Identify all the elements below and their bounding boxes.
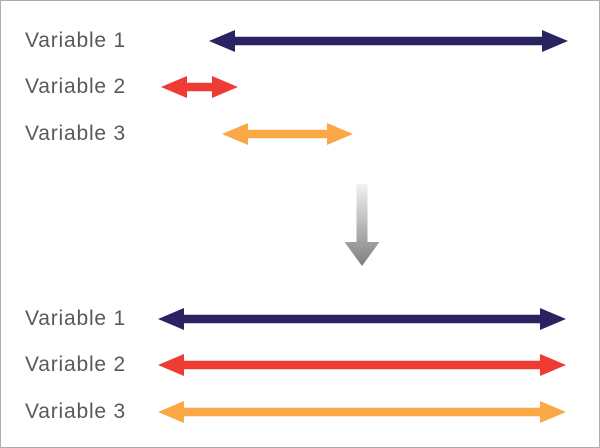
range-arrow-variable-3-bottom [158, 401, 566, 423]
label-variable-2-top: Variable 2 [25, 75, 127, 98]
range-arrow-variable-1-top [209, 30, 568, 52]
label-variable-1-top: Variable 1 [25, 29, 127, 52]
range-arrow-variable-1-bottom [158, 308, 566, 330]
transform-down-arrow-icon [344, 184, 380, 266]
label-variable-1-bottom: Variable 1 [25, 307, 127, 330]
range-arrow-variable-2-top [161, 76, 238, 98]
range-arrow-variable-3-top [222, 123, 353, 145]
label-variable-3-bottom: Variable 3 [25, 400, 127, 423]
range-arrow-variable-2-bottom [158, 354, 566, 376]
label-variable-3-top: Variable 3 [25, 122, 127, 145]
label-variable-2-bottom: Variable 2 [25, 353, 127, 376]
